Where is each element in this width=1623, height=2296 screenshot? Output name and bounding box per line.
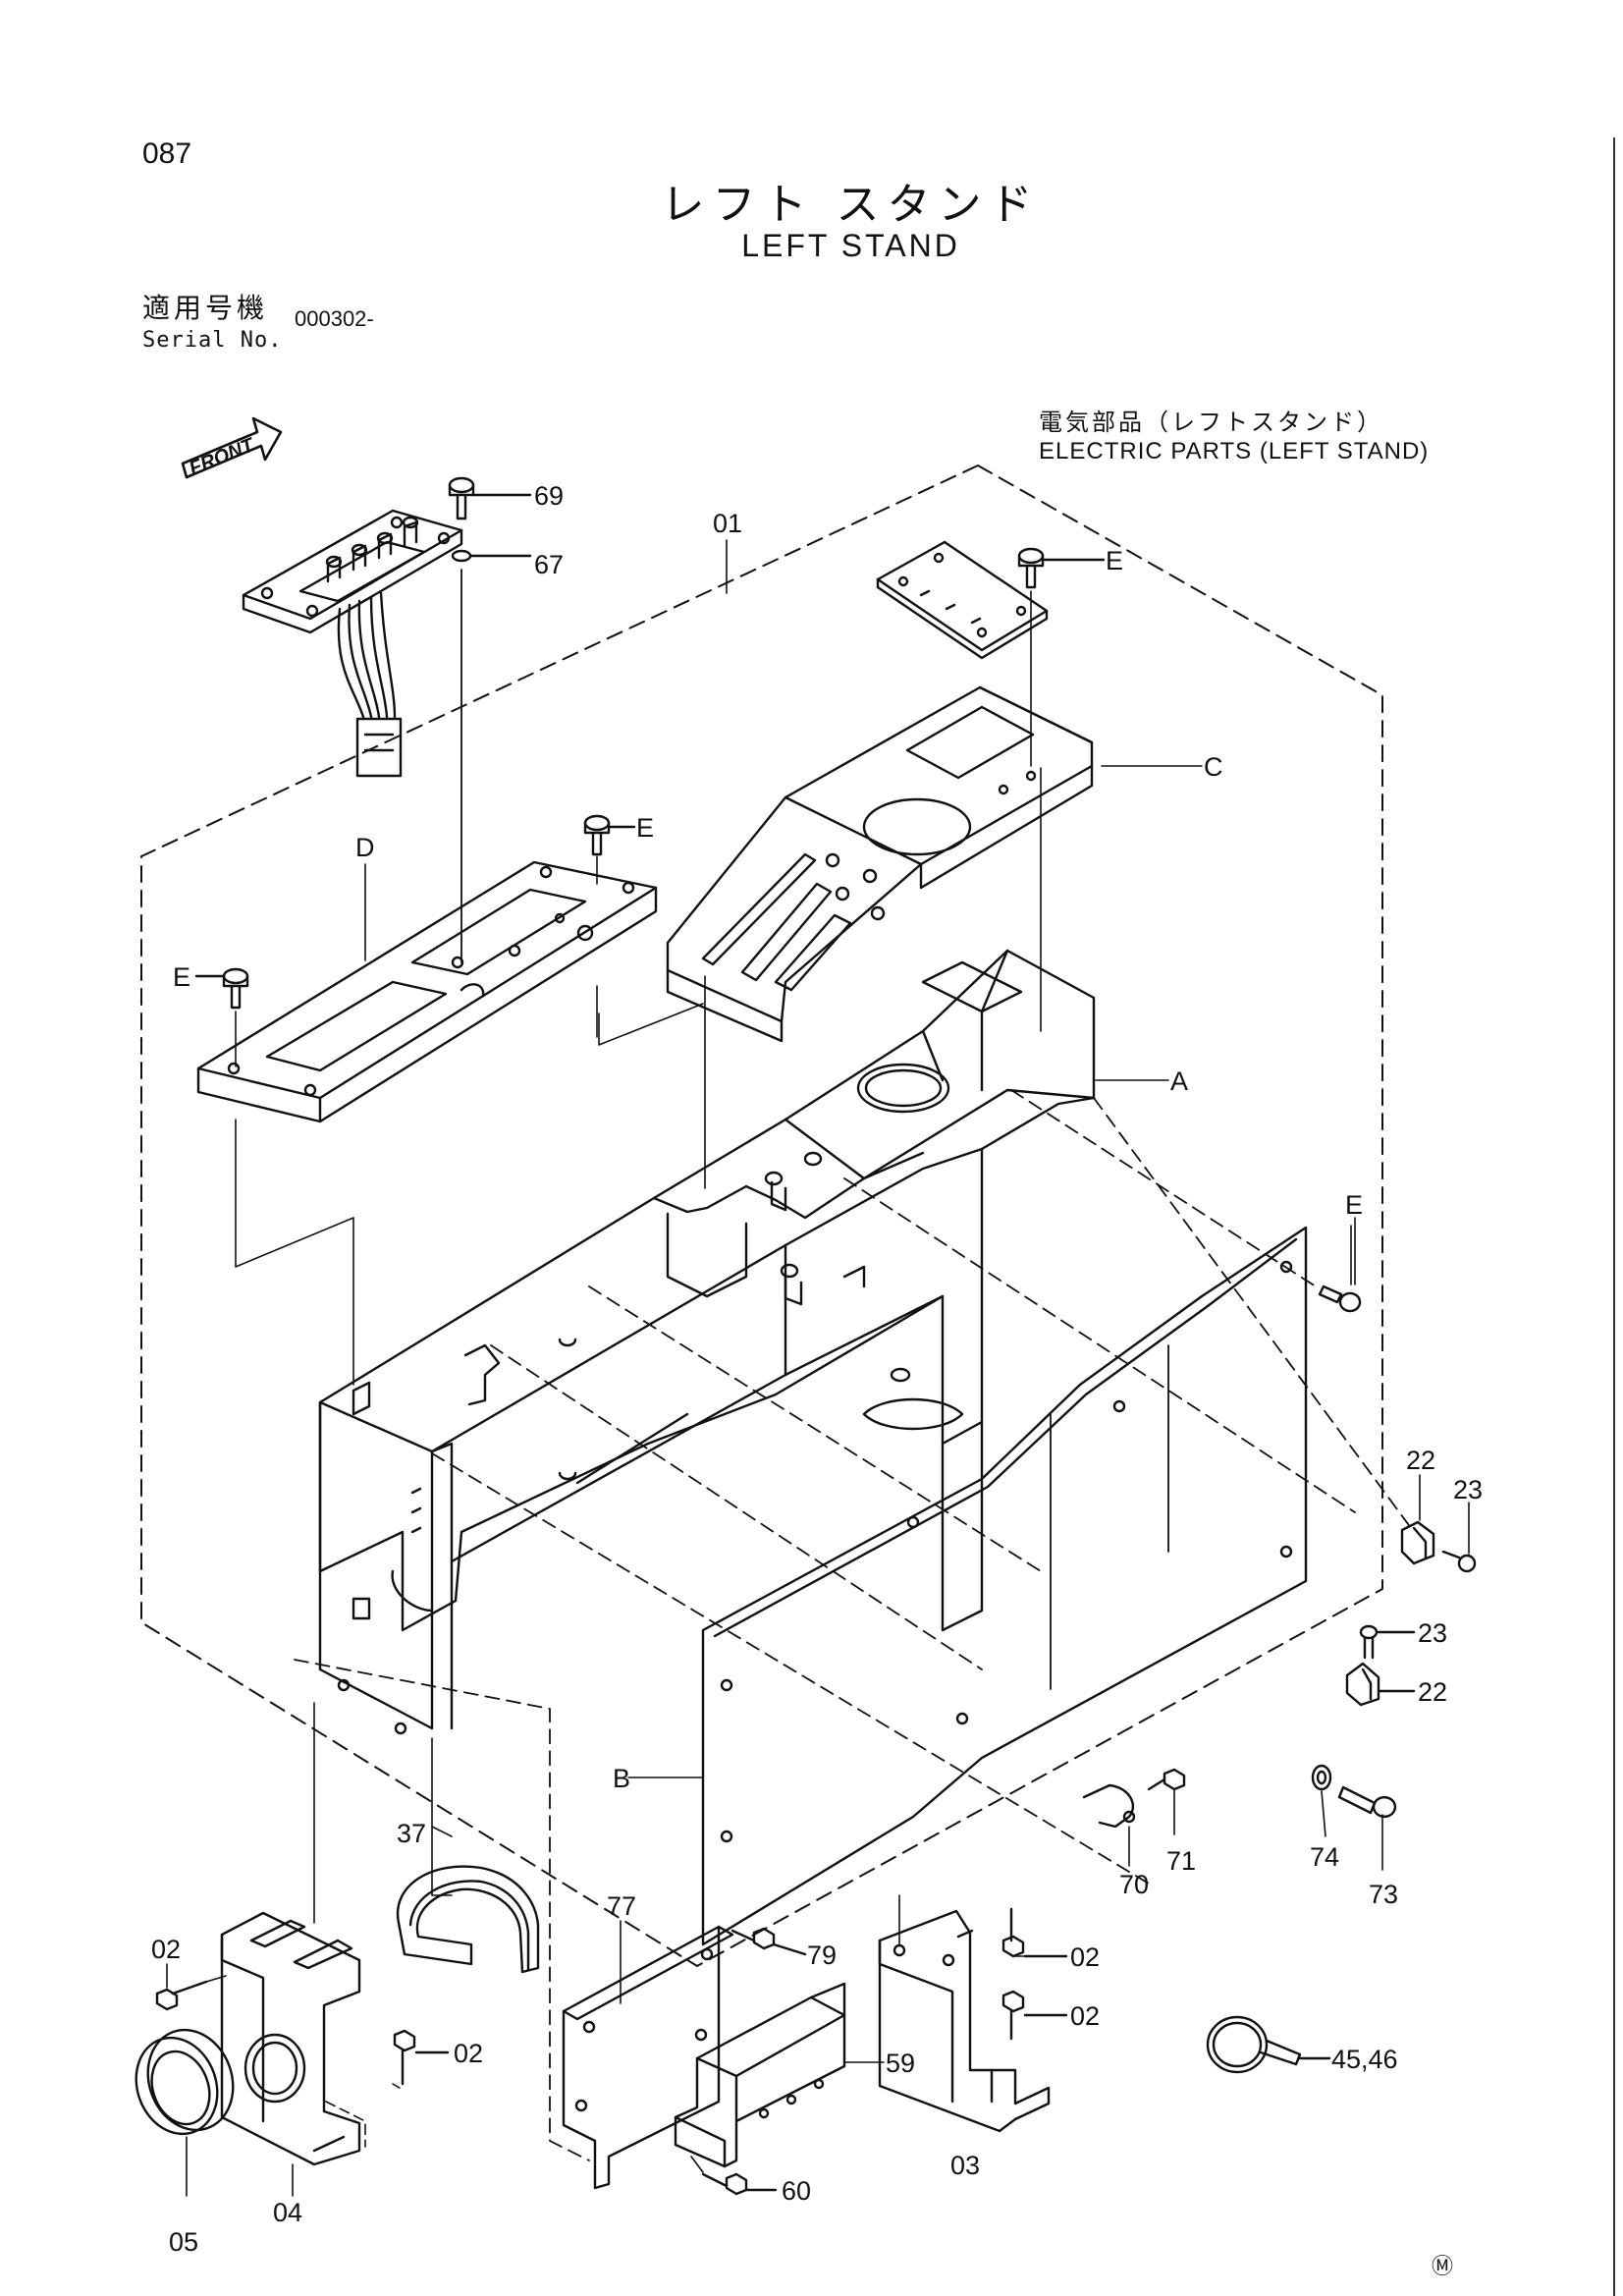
bolt-02-bracket-04-right bbox=[392, 2029, 450, 2091]
bolt-e-right bbox=[1318, 1225, 1362, 1313]
callout-e-plate-d-left: E bbox=[173, 962, 190, 992]
callout-70: 70 bbox=[1119, 1870, 1149, 1899]
grommet-37 bbox=[396, 1737, 540, 1974]
callout-e-plate-d-right: E bbox=[636, 813, 654, 843]
callout-02-bracket-lower: 02 bbox=[1070, 2001, 1100, 2031]
washer-74 bbox=[1311, 1764, 1332, 1837]
assembly-01-boundary bbox=[140, 465, 1383, 1967]
callout-22-upper: 22 bbox=[1406, 1446, 1435, 1475]
callout-e-electric: E bbox=[1106, 546, 1123, 575]
cable-band-45-46 bbox=[1206, 2015, 1331, 2074]
electric-parts-label-japanese: 電気部品（レフトスタンド） bbox=[1039, 409, 1383, 436]
callout-79: 79 bbox=[807, 1941, 837, 1970]
clamp-70 bbox=[1082, 1783, 1136, 1867]
screw-23-lower bbox=[1359, 1624, 1416, 1660]
bolt-02-bracket-lower bbox=[1001, 1990, 1068, 2041]
callout-02-bracket-04-left: 02 bbox=[151, 1935, 181, 1964]
bracket-03 bbox=[878, 1894, 1051, 2133]
callout-05: 05 bbox=[169, 2227, 198, 2257]
bracket-59 bbox=[674, 1982, 885, 2168]
callout-02-bracket-04-right: 02 bbox=[454, 2039, 483, 2068]
screw-23-upper bbox=[1441, 1502, 1477, 1573]
front-label: FRONT bbox=[187, 434, 259, 480]
title-japanese: レフト スタンド bbox=[661, 180, 1041, 230]
callout-labels: 69 67 01 E C D E E A E 22 23 23 22 B 74 … bbox=[151, 481, 1483, 2257]
bolt-71 bbox=[1147, 1768, 1186, 1835]
bolt-02-bracket-04-left bbox=[155, 1963, 227, 2011]
callout-e-right: E bbox=[1345, 1190, 1363, 1220]
plate-d-guide-line-2 bbox=[598, 1003, 704, 1046]
seal-05 bbox=[135, 2028, 235, 2197]
callout-37: 37 bbox=[397, 1819, 426, 1848]
serial-label-english: Serial No. bbox=[142, 328, 283, 353]
title-english: LEFT STAND bbox=[741, 228, 960, 263]
callout-a: A bbox=[1170, 1066, 1188, 1096]
electric-parts-label-english: ELECTRIC PARTS (LEFT STAND) bbox=[1039, 438, 1430, 465]
washer-67 bbox=[451, 549, 532, 563]
callout-73: 73 bbox=[1369, 1880, 1398, 1909]
callout-77: 77 bbox=[607, 1891, 636, 1921]
callout-01: 01 bbox=[713, 509, 742, 538]
callout-59: 59 bbox=[886, 2049, 915, 2078]
callout-22-lower: 22 bbox=[1418, 1677, 1447, 1707]
assembly-guide-lines bbox=[294, 1089, 1415, 2161]
bolt-79 bbox=[730, 1927, 807, 1956]
callout-74: 74 bbox=[1310, 1842, 1339, 1872]
callout-d: D bbox=[355, 833, 375, 862]
serial-label-japanese: 適用号機 bbox=[142, 292, 269, 324]
bracket-04 bbox=[220, 1702, 366, 2197]
stand-frame-a bbox=[318, 949, 1096, 1735]
page-edge-rule bbox=[1613, 137, 1615, 2296]
side-panel-b bbox=[701, 1226, 1308, 1946]
plate-d bbox=[196, 860, 658, 1123]
callout-04: 04 bbox=[273, 2198, 302, 2227]
bolt-73 bbox=[1337, 1785, 1397, 1871]
serial-number-value: 000302- bbox=[295, 306, 374, 331]
clip-22-upper bbox=[1400, 1474, 1435, 1565]
page-number: 087 bbox=[142, 137, 192, 170]
copyright-mark: Ⓜ bbox=[1432, 2254, 1454, 2278]
plate-c bbox=[666, 685, 1094, 1189]
callout-leaders bbox=[364, 539, 1415, 1957]
callout-02-bracket-upper: 02 bbox=[1070, 1942, 1100, 1972]
bolt-e-plate-d-right bbox=[583, 814, 636, 885]
callout-23-lower: 23 bbox=[1418, 1618, 1447, 1648]
callout-69: 69 bbox=[534, 481, 564, 511]
bolt-e-plate-d-left bbox=[194, 967, 354, 1386]
callout-c: C bbox=[1204, 752, 1223, 782]
callout-03: 03 bbox=[950, 2151, 980, 2180]
clip-22-lower bbox=[1345, 1662, 1416, 1707]
electric-parts-plate bbox=[876, 540, 1049, 660]
callout-23-upper: 23 bbox=[1453, 1475, 1483, 1504]
plate-77 bbox=[562, 1920, 734, 2190]
front-arrow: FRONT bbox=[181, 416, 283, 480]
callout-60: 60 bbox=[782, 2176, 811, 2206]
callout-67: 67 bbox=[534, 550, 564, 579]
callout-b: B bbox=[613, 1764, 630, 1793]
bolt-02-bracket-upper bbox=[1001, 1907, 1068, 1958]
callout-45-46: 45,46 bbox=[1331, 2045, 1398, 2074]
switch-panel bbox=[242, 509, 463, 778]
callout-71: 71 bbox=[1166, 1846, 1196, 1876]
bolt-60 bbox=[690, 2156, 778, 2196]
bolt-69 bbox=[448, 476, 532, 520]
